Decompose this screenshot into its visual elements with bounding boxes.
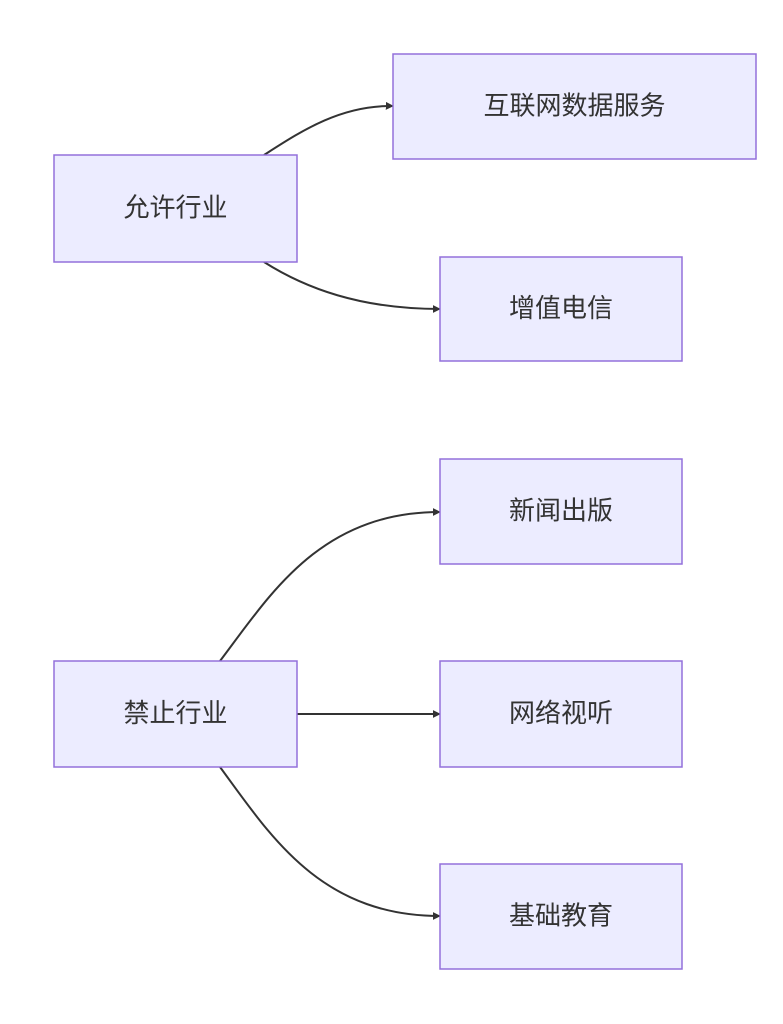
node-allowed: 允许行业	[53, 154, 298, 263]
node-news-publishing: 新闻出版	[439, 458, 683, 565]
edges	[219, 101, 441, 920]
node-allowed-label: 允许行业	[123, 194, 227, 224]
edge-allowed-to-internet-data	[263, 101, 394, 156]
node-prohibited: 禁止行业	[53, 660, 298, 768]
edge-prohibited-to-news-publishing	[219, 508, 441, 662]
node-internet-data: 互联网数据服务	[392, 53, 757, 160]
node-news-publishing-label: 新闻出版	[509, 497, 613, 527]
node-prohibited-label: 禁止行业	[123, 699, 227, 729]
node-internet-data-label: 互联网数据服务	[483, 92, 665, 122]
node-value-added-telecom: 增值电信	[439, 256, 683, 362]
node-basic-education: 基础教育	[439, 863, 683, 970]
edge-prohibited-to-basic-education	[219, 766, 441, 920]
edge-allowed-to-value-added-telecom	[263, 261, 441, 313]
node-online-av-label: 网络视听	[509, 699, 613, 729]
node-value-added-telecom-label: 增值电信	[509, 294, 613, 324]
node-online-av: 网络视听	[439, 660, 683, 768]
node-basic-education-label: 基础教育	[509, 902, 613, 932]
